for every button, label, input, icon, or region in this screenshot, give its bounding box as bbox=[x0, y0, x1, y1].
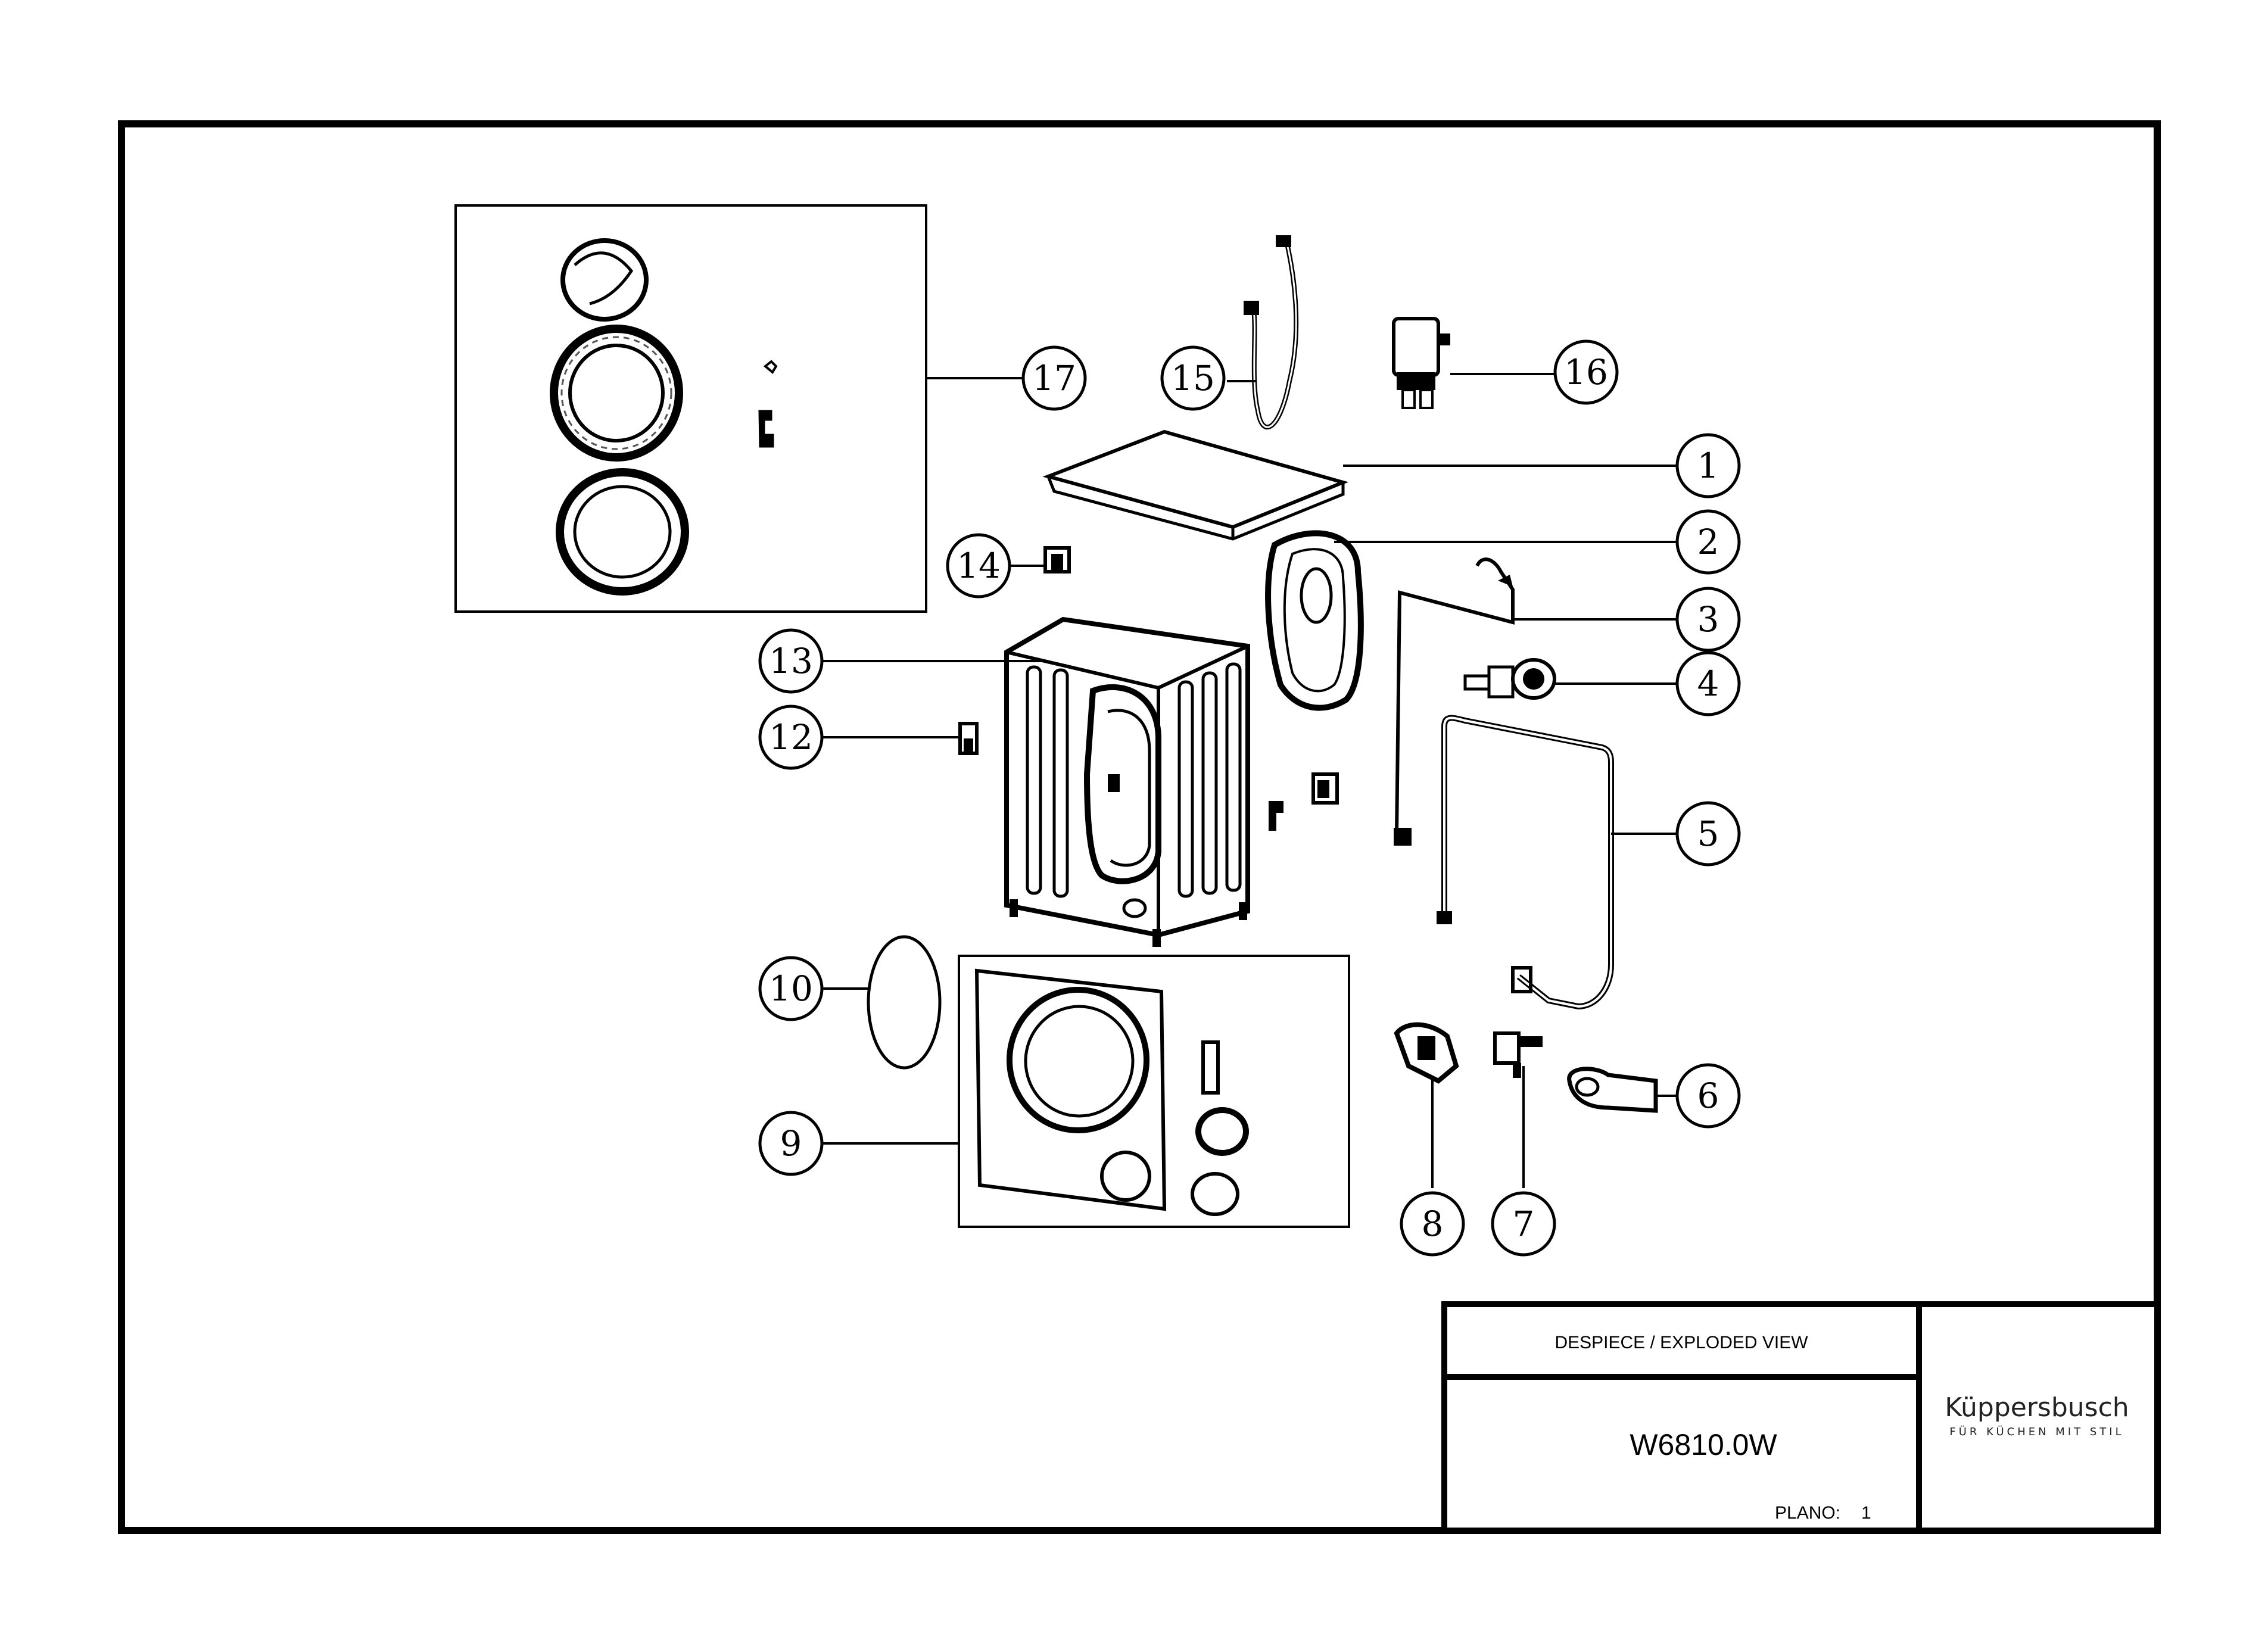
callout-12: 12 bbox=[758, 705, 824, 770]
title-block: DESPIECE / EXPLODED VIEW W6810.0W PLANO:… bbox=[1441, 1301, 2160, 1533]
svg-text:5: 5 bbox=[1697, 813, 1719, 854]
door-assembly-box bbox=[454, 204, 927, 613]
svg-text:3: 3 bbox=[1697, 599, 1719, 640]
callout-balloons: 1 2 3 4 5 6 7 8 bbox=[758, 339, 1741, 1257]
callout-15: 15 bbox=[1160, 345, 1226, 411]
svg-text:7: 7 bbox=[1513, 1204, 1535, 1244]
callout-14: 14 bbox=[946, 533, 1011, 599]
model-number: W6810.0W bbox=[1630, 1428, 1777, 1461]
callout-2: 2 bbox=[1675, 509, 1741, 575]
svg-text:8: 8 bbox=[1422, 1204, 1444, 1244]
svg-text:17: 17 bbox=[1032, 358, 1076, 398]
clip-part-14 bbox=[1043, 546, 1071, 573]
brand-tagline: FÜR KÜCHEN MIT STIL bbox=[1949, 1425, 2124, 1438]
door-glass-part bbox=[560, 238, 649, 322]
callout-13: 13 bbox=[758, 628, 824, 694]
tub-gasket-part bbox=[1265, 530, 1364, 711]
callout-17: 17 bbox=[1021, 345, 1087, 411]
door-glass-part-10 bbox=[867, 935, 942, 1070]
svg-text:10: 10 bbox=[769, 968, 813, 1009]
brand-logo-name: Küppersbusch bbox=[1945, 1392, 2129, 1423]
svg-text:9: 9 bbox=[780, 1123, 802, 1164]
top-cover-part bbox=[1042, 429, 1349, 541]
drain-hose-part bbox=[1441, 715, 1614, 1010]
callout-5: 5 bbox=[1675, 801, 1741, 866]
plano-value: 1 bbox=[1861, 1503, 1871, 1523]
svg-text:13: 13 bbox=[769, 641, 813, 681]
callout-6: 6 bbox=[1675, 1063, 1741, 1129]
wire-harness-part bbox=[1395, 557, 1515, 834]
inlet-valve-part bbox=[1392, 317, 1450, 409]
svg-text:2: 2 bbox=[1697, 522, 1719, 562]
svg-text:14: 14 bbox=[957, 546, 1001, 586]
sensor-part-8 bbox=[1394, 1022, 1459, 1084]
callout-7: 7 bbox=[1491, 1191, 1556, 1257]
svg-text:6: 6 bbox=[1697, 1076, 1719, 1116]
small-switch-part bbox=[1311, 772, 1339, 805]
door-hinge-small-part bbox=[763, 360, 778, 375]
front-panel-group bbox=[958, 955, 1350, 1228]
small-bracket-part bbox=[1269, 801, 1283, 831]
drain-pump-part bbox=[1463, 658, 1556, 700]
door-assembly-group bbox=[454, 204, 927, 613]
callout-8: 8 bbox=[1400, 1191, 1465, 1257]
callout-1: 1 bbox=[1675, 433, 1741, 498]
hose-clamp-part-6 bbox=[1567, 1067, 1658, 1113]
callout-9: 9 bbox=[758, 1111, 824, 1176]
door-inner-ring-part bbox=[550, 325, 683, 462]
door-hinge-part bbox=[758, 410, 774, 448]
cabinet-part bbox=[1004, 616, 1250, 947]
view-title: DESPIECE / EXPLODED VIEW bbox=[1554, 1333, 1808, 1352]
callout-10: 10 bbox=[758, 956, 824, 1021]
svg-text:12: 12 bbox=[769, 717, 813, 758]
leader-lines bbox=[822, 373, 1677, 1188]
svg-text:15: 15 bbox=[1171, 358, 1215, 398]
callout-3: 3 bbox=[1675, 587, 1741, 652]
plano-label: PLANO: bbox=[1775, 1503, 1840, 1523]
svg-text:16: 16 bbox=[1564, 352, 1608, 392]
front-panel-box bbox=[958, 955, 1350, 1228]
callout-16: 16 bbox=[1553, 339, 1619, 405]
pressure-switch-part-7 bbox=[1493, 1031, 1543, 1078]
callout-4: 4 bbox=[1675, 651, 1741, 716]
drawing-frame bbox=[118, 120, 2161, 1534]
svg-text:1: 1 bbox=[1697, 445, 1719, 486]
svg-text:4: 4 bbox=[1697, 663, 1719, 704]
inlet-hose-part bbox=[1251, 241, 1299, 430]
latch-part-12 bbox=[958, 722, 979, 755]
door-outer-ring-part bbox=[556, 468, 689, 596]
